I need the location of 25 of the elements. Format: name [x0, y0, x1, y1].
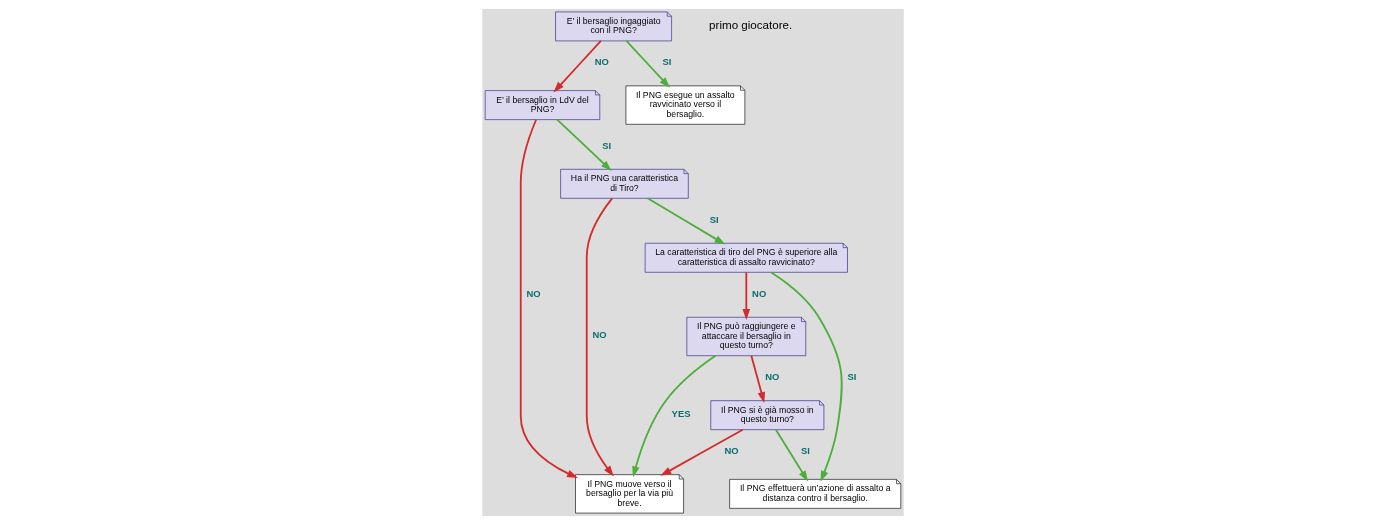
edge-label: NO — [592, 328, 607, 340]
label: primo giocatore. — [708, 17, 792, 31]
arrow — [585, 197, 614, 477]
edge-label: SI — [709, 213, 719, 225]
edge-label: NO — [594, 55, 609, 67]
arrow — [519, 118, 578, 478]
edge-label: NO — [751, 287, 766, 299]
arrow — [646, 196, 725, 245]
arrow — [749, 354, 765, 403]
edge-label: NO — [764, 370, 779, 382]
arrow — [742, 270, 750, 320]
arrow — [769, 271, 843, 482]
edge-label: SI — [800, 444, 810, 456]
arrow — [625, 39, 670, 88]
arrow — [774, 428, 808, 482]
edge-label: SI — [846, 370, 856, 382]
arrow — [552, 39, 602, 92]
edge-label: NO — [526, 287, 541, 299]
edge-label: YES — [671, 407, 690, 419]
edge-label: SI — [601, 139, 611, 151]
arrow — [659, 428, 744, 476]
arrow — [555, 118, 612, 171]
edge-label: NO — [724, 444, 739, 456]
edge-label: SI — [662, 55, 671, 67]
arrow — [631, 354, 716, 477]
